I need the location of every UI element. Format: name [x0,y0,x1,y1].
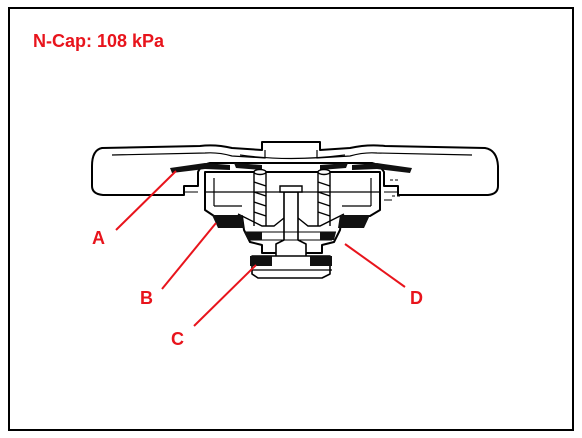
lower-seal-right [310,256,332,266]
callout-a: A [92,228,105,248]
middle-seal-left-lower [244,232,262,240]
lower-seal-left [250,256,272,266]
upper-seal-left [170,163,230,173]
callout-d: D [410,288,423,308]
leader-line-b [161,222,217,290]
upper-seal-left-inner [234,163,262,170]
middle-seal-right [338,215,370,228]
valve-stem-top [279,185,303,193]
spring-left [253,168,267,226]
upper-seal-right-inner [320,163,348,170]
housing-flange-lines [184,185,398,201]
middle-seal-right-lower [320,232,336,240]
callout-c: C [171,329,184,349]
callout-b: B [140,288,153,308]
spring-right [317,168,331,226]
leader-line-c [193,264,257,327]
cap-inner-outline [111,150,473,159]
upper-seal-right [352,163,412,173]
vent-marks [184,179,402,197]
cap-outer-shell [91,141,499,196]
diagram-title: N-Cap: 108 kPa [33,31,165,51]
leader-line-a [115,170,177,231]
valve-plate [237,213,345,227]
middle-seal-left [212,215,244,228]
cap-top-ridge [239,154,346,160]
leader-line-d [344,243,406,288]
